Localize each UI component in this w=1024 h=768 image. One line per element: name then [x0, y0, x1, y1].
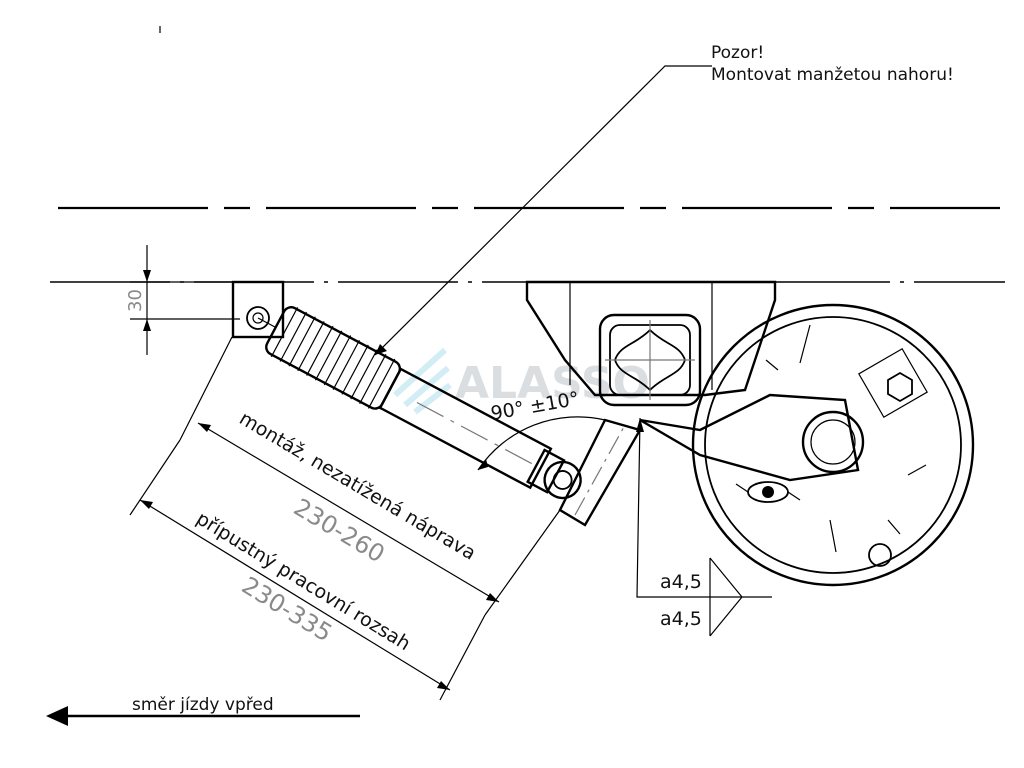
height-dimension-value: 30 [125, 289, 146, 312]
travel-direction-label: směr jízdy vpřed [132, 695, 274, 715]
warning-text: Montovat manžetou nahoru! [711, 65, 954, 85]
shock-absorber [257, 306, 582, 500]
square-axle-tube [598, 313, 702, 407]
note-leader [374, 65, 712, 356]
weld-size-top: a4,5 [660, 571, 702, 593]
height-dimension: 30 [125, 245, 240, 355]
travel-direction: směr jízdy vpřed [46, 695, 360, 726]
axle-housing [525, 280, 777, 407]
inspection-plug [868, 543, 892, 567]
damper-body [378, 367, 553, 490]
lower-eye [543, 460, 582, 500]
hex-nut [887, 371, 913, 403]
direction-arrow-icon [46, 706, 68, 726]
brake-drum [691, 303, 975, 587]
warning-title: Pozor! [711, 43, 764, 63]
weld-symbol: a4,5 a4,5 [636, 417, 772, 637]
weld-size-bottom: a4,5 [660, 608, 702, 630]
upper-bracket [231, 280, 285, 339]
hub-bore [801, 410, 865, 474]
wing-nut [735, 481, 801, 503]
working-range-dimension: přípustný pracovní rozsah 230-335 [129, 439, 486, 701]
